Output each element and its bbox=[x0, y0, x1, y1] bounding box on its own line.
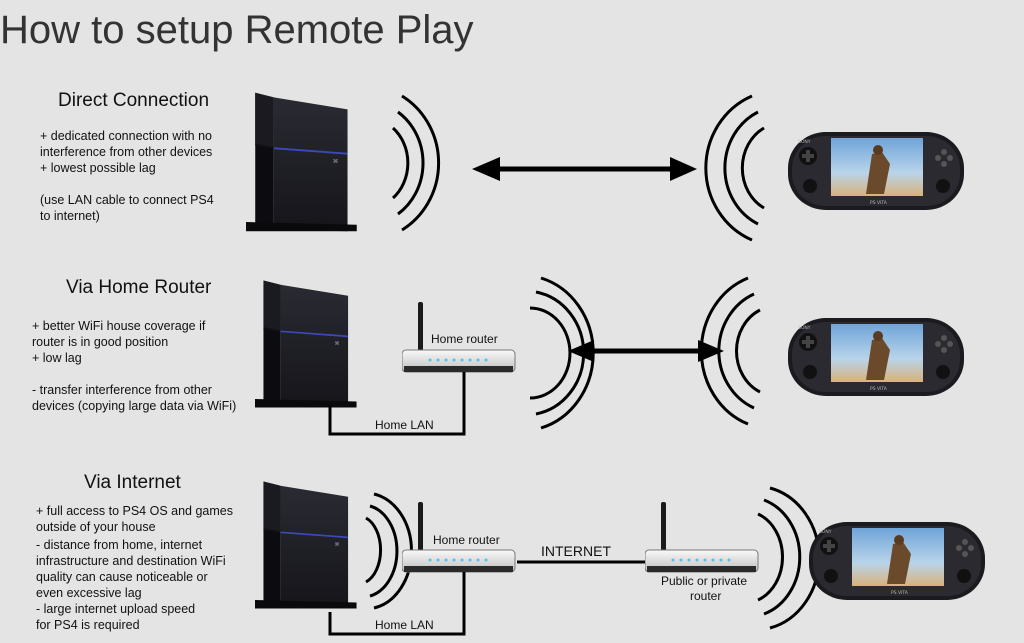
home-lan-cable-1 bbox=[328, 372, 466, 436]
text-line: interference from other devices bbox=[40, 145, 213, 159]
ps4-console-2 bbox=[255, 279, 358, 409]
ps4-console-1 bbox=[246, 91, 358, 233]
wifi-waves-vita-1 bbox=[704, 94, 765, 242]
label-home-router-1: Home router bbox=[431, 332, 498, 346]
section-heading-router: Via Home Router bbox=[66, 277, 212, 298]
text-line: + low lag bbox=[32, 351, 82, 365]
double-arrow-2 bbox=[568, 340, 724, 362]
text-line: quality can cause noticeable or bbox=[36, 570, 208, 584]
public-router bbox=[645, 502, 759, 573]
text-line: + dedicated connection with no bbox=[40, 129, 212, 143]
label-public-router-line1: Public or private bbox=[661, 574, 748, 588]
text-line: outside of your house bbox=[36, 520, 156, 534]
text-line: - large internet upload speed bbox=[36, 602, 196, 616]
text-line: infrastructure and destination WiFi bbox=[36, 554, 226, 568]
text-line: even excessive lag bbox=[36, 586, 142, 600]
text-line: (use LAN cable to connect PS4 bbox=[40, 193, 214, 207]
text-line: - transfer interference from other bbox=[32, 383, 212, 397]
text-line: to internet) bbox=[40, 209, 100, 223]
wifi-waves-vita-2 bbox=[699, 276, 761, 426]
text-line: - distance from home, internet bbox=[36, 538, 203, 552]
section-text-router: + better WiFi house coverage if router i… bbox=[32, 318, 236, 414]
section-text-internet: + full access to PS4 OS and games outsid… bbox=[36, 503, 233, 633]
label-public-router-line2: router bbox=[690, 589, 722, 603]
ps4-console-3 bbox=[255, 480, 358, 610]
wifi-waves-ps4-1 bbox=[391, 94, 441, 232]
section-heading-internet: Via Internet bbox=[84, 472, 181, 493]
ps-vita-3 bbox=[809, 522, 985, 600]
double-arrow-1 bbox=[472, 157, 697, 181]
text-line: + better WiFi house coverage if bbox=[32, 319, 206, 333]
label-home-lan-2: Home LAN bbox=[375, 618, 434, 632]
label-internet: INTERNET bbox=[541, 543, 611, 559]
label-home-lan-1: Home LAN bbox=[375, 418, 434, 432]
text-line: + full access to PS4 OS and games bbox=[36, 504, 233, 518]
text-line: router is in good position bbox=[32, 335, 169, 349]
ps-vita-1 bbox=[788, 132, 964, 210]
page-title: How to setup Remote Play bbox=[0, 8, 474, 52]
text-line: devices (copying large data via WiFi) bbox=[32, 399, 237, 413]
home-lan-cable-2 bbox=[328, 572, 466, 636]
text-line: for PS4 is required bbox=[36, 618, 140, 632]
section-heading-direct: Direct Connection bbox=[58, 90, 210, 111]
label-home-router-2: Home router bbox=[433, 533, 500, 547]
section-text-direct: + dedicated connection with no interfere… bbox=[40, 128, 214, 224]
ps-vita-2 bbox=[788, 318, 964, 396]
text-line: + lowest possible lag bbox=[40, 161, 156, 175]
